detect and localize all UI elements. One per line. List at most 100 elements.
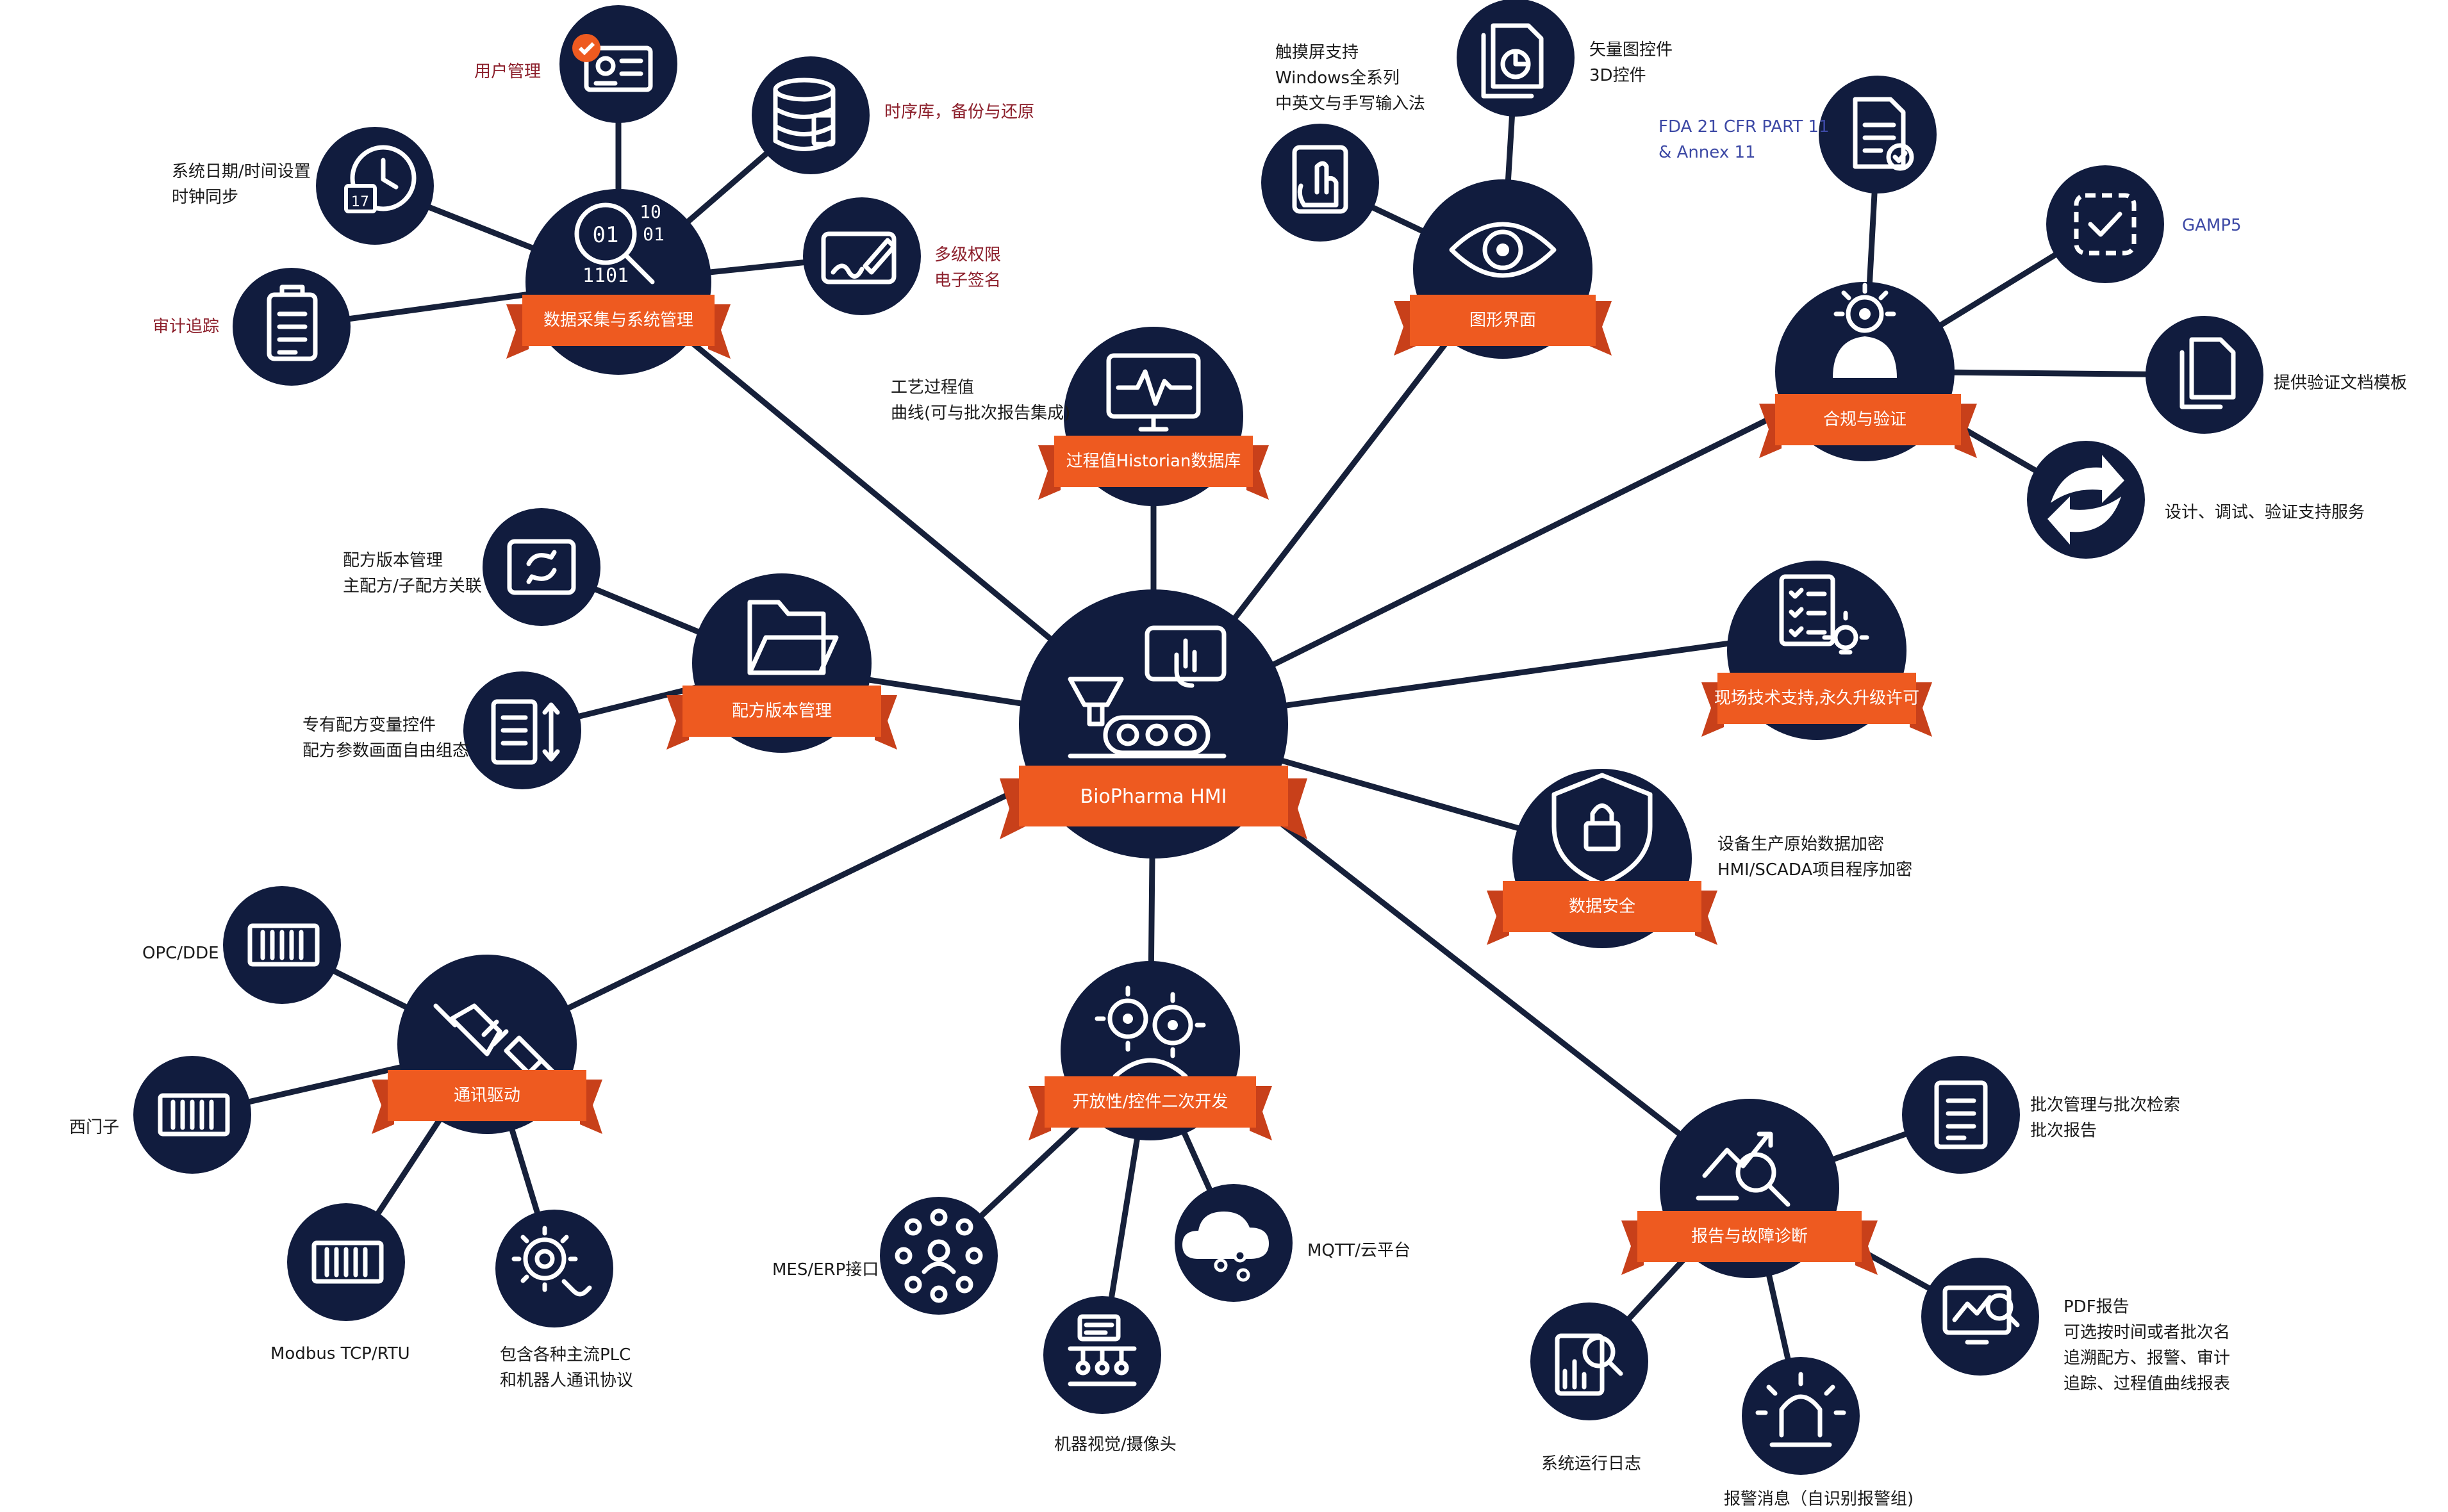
leaf-datetime-label: 系统日期/时间设置时钟同步 — [172, 162, 311, 207]
leaf-fda — [1819, 76, 1937, 193]
leaf-validation-docs-label: 提供验证文档模板 — [2274, 374, 2408, 393]
leaf-siemens — [133, 1056, 251, 1174]
cycle-arrows-icon — [2047, 455, 2124, 545]
network-person-icon — [895, 1208, 983, 1303]
checklist-bulb-icon — [1779, 574, 1869, 655]
leaf-process-curve-label: 工艺过程值曲线(可与批次报告集成) — [891, 378, 1071, 423]
leaf-batch-label: 批次管理与批次检索批次报告 — [2030, 1096, 2181, 1140]
leaf-modbus — [287, 1203, 405, 1321]
hub-compliance-label: 合规与验证 — [1823, 410, 1906, 429]
plc-module-icon — [158, 1093, 230, 1137]
touch-tablet-icon — [1292, 145, 1348, 214]
hub-data-collection: 01 10 01 1101 数据采集与系统管理 — [506, 189, 731, 375]
leaf-timeseries-db-label: 时序库，备份与还原 — [884, 103, 1035, 122]
refresh-window-icon — [507, 539, 576, 595]
leaf-mqtt-label: MQTT/云平台 — [1307, 1241, 1410, 1260]
leaf-timeseries-db — [752, 56, 870, 174]
clipboard-list-icon — [267, 284, 318, 361]
leaf-touch — [1261, 124, 1379, 242]
leaf-fda-label: FDA 21 CFR PART 11& Annex 11 — [1658, 117, 1830, 162]
svg-text:01: 01 — [593, 222, 619, 248]
hub-recipe: 配方版本管理 — [666, 573, 897, 753]
machine-icon — [1068, 625, 1227, 759]
hub-graphics-label: 图形界面 — [1469, 311, 1536, 330]
hub-reports: 报告与故障诊断 — [1621, 1099, 1878, 1278]
hub-security-label: 数据安全 — [1569, 897, 1635, 916]
leaf-siemens-label: 西门子 — [69, 1118, 120, 1137]
list-sort-icon — [491, 699, 560, 765]
leaf-mes — [880, 1197, 998, 1315]
hub-support-label: 现场技术支持,永久升级许可 — [1714, 689, 1919, 708]
svg-text:17: 17 — [351, 194, 369, 210]
plc-module-icon — [311, 1240, 384, 1284]
hub-historian-label: 过程值Historian数据库 — [1066, 452, 1241, 471]
compliance-person-icon — [1833, 283, 1897, 378]
leaf-vector — [1457, 0, 1575, 117]
leaf-pdf — [1921, 1258, 2039, 1376]
calendar-clock-icon: 17 — [344, 145, 417, 213]
leaf-recipe-vars — [463, 671, 581, 789]
hub-comms: 通讯驱动 — [372, 955, 602, 1134]
svg-text:1101: 1101 — [583, 265, 629, 287]
leaf-permissions — [803, 197, 921, 315]
leaf-alarm — [1742, 1357, 1860, 1475]
cloud-network-icon — [1182, 1212, 1269, 1282]
hub-compliance: 合规与验证 — [1759, 282, 1977, 461]
binary-search-icon: 01 10 01 1101 — [574, 201, 665, 287]
chart-magnifier-icon — [1696, 1131, 1791, 1207]
leaf-recipe-version — [483, 508, 600, 626]
id-card-icon — [572, 34, 653, 92]
leaf-modbus-label: Modbus TCP/RTU — [270, 1344, 410, 1363]
database-icon — [773, 78, 836, 151]
leaf-permissions-label: 多级权限电子签名 — [934, 245, 1002, 290]
leaf-gamp — [2046, 165, 2164, 283]
leaf-opc-label: OPC/DDE — [142, 944, 219, 963]
monitor-analysis-icon — [1942, 1285, 2020, 1345]
leaf-batch — [1902, 1056, 2020, 1174]
robot-camera-icon — [1068, 1314, 1137, 1386]
hub-openness: 开放性/控件二次开发 — [1029, 961, 1272, 1140]
folder-icon — [747, 600, 839, 675]
svg-text:01: 01 — [643, 224, 665, 245]
log-search-icon — [1555, 1333, 1623, 1396]
hub-recipe-label: 配方版本管理 — [732, 702, 832, 721]
leaf-datetime: 17 — [316, 127, 434, 245]
tablet-signature-icon — [821, 231, 897, 284]
hub-reports-label: 报告与故障诊断 — [1691, 1227, 1808, 1246]
document-chart-icon — [1481, 23, 1544, 99]
center-label: BioPharma HMI — [1080, 785, 1227, 808]
leaf-recipe-version-label: 配方版本管理主配方/子配方关联 — [343, 551, 482, 596]
leaf-alarm-label: 报警消息（自识别报警组) — [1724, 1490, 1914, 1509]
leaf-vision — [1043, 1296, 1161, 1414]
hub-security: 数据安全 — [1487, 769, 1717, 948]
copy-documents-icon — [2179, 337, 2236, 409]
gears-icon — [1095, 985, 1206, 1079]
hub-comms-label: 通讯驱动 — [454, 1086, 520, 1105]
leaf-user-mgmt-label: 用户管理 — [474, 62, 542, 81]
dashed-checkbox-icon — [2074, 193, 2137, 256]
document-check-icon — [1853, 97, 1914, 171]
leaf-validation-docs — [2146, 316, 2263, 434]
document-lines-icon — [1934, 1080, 1988, 1149]
gear-link-icon — [511, 1226, 592, 1297]
hub-historian: 过程值Historian数据库 — [1038, 327, 1269, 506]
monitor-wave-icon — [1106, 353, 1201, 432]
leaf-mqtt — [1175, 1184, 1293, 1302]
leaf-pdf-label: PDF报告可选按时间或者批次名追溯配方、报警、审计追踪、过程值曲线报表 — [2063, 1297, 2231, 1393]
hub-support: 现场技术支持,永久升级许可 — [1701, 561, 1932, 740]
leaf-design-services — [2027, 441, 2145, 559]
siren-icon — [1755, 1372, 1846, 1447]
center-node: BioPharma HMI — [1000, 589, 1307, 859]
leaf-mes-label: MES/ERP接口 — [772, 1260, 879, 1279]
leaf-gamp-label: GAMP5 — [2182, 216, 2242, 235]
eye-icon — [1449, 222, 1557, 278]
leaf-vision-label: 机器视觉/摄像头 — [1054, 1435, 1177, 1454]
leaf-recipe-vars-label: 专有配方变量控件配方参数画面自由组态 — [302, 716, 470, 760]
hub-data-collection-label: 数据采集与系统管理 — [543, 311, 693, 330]
leaf-user-mgmt — [559, 5, 677, 123]
leaf-opc — [223, 886, 341, 1004]
